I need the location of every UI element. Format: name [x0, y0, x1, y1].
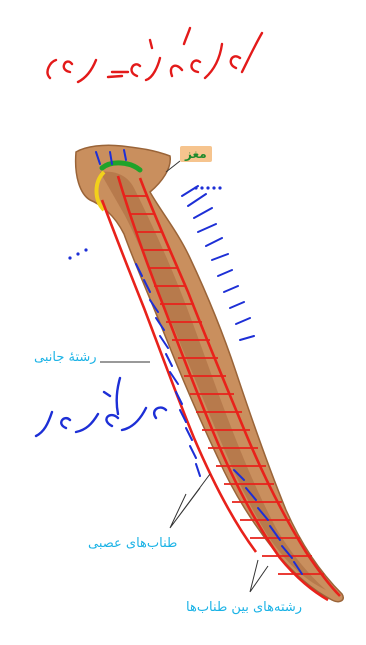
planarian-body	[76, 145, 344, 601]
handwritten-title-ink	[48, 28, 262, 82]
handwritten-note-ink	[36, 378, 166, 436]
connecting-fibers-label: رشته‌های بین طناب‌ها	[186, 600, 302, 615]
lateral-cord-label: رشتهٔ جانبی	[34, 350, 97, 365]
brain-label: مغز	[180, 146, 212, 162]
nerve-cords-label: طناب‌های عصبی	[88, 536, 177, 551]
